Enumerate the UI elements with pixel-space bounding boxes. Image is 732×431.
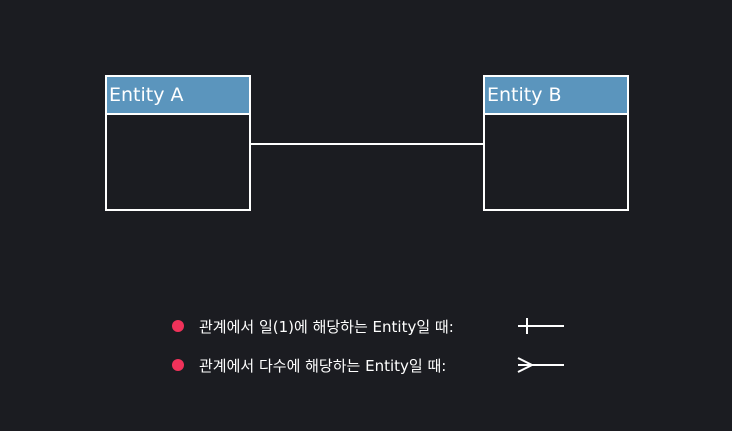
legend-item-many: 관계에서 다수에 해당하는 Entity일 때: bbox=[172, 351, 564, 379]
entity-b-box[interactable]: Entity B bbox=[483, 75, 629, 211]
legend: 관계에서 일(1)에 해당하는 Entity일 때: 관계에서 다수에 해당하는… bbox=[172, 312, 564, 390]
relationship-line[interactable] bbox=[251, 143, 483, 145]
entity-a-title: Entity A bbox=[107, 77, 249, 115]
entity-b-title: Entity B bbox=[485, 77, 627, 115]
legend-text-many: 관계에서 다수에 해당하는 Entity일 때: bbox=[199, 356, 447, 375]
many-notation-icon bbox=[517, 357, 564, 373]
one-notation-icon bbox=[518, 318, 564, 334]
legend-text-one: 관계에서 일(1)에 해당하는 Entity일 때: bbox=[199, 317, 454, 336]
legend-item-one: 관계에서 일(1)에 해당하는 Entity일 때: bbox=[172, 312, 564, 340]
bullet-icon bbox=[172, 359, 184, 371]
bullet-icon bbox=[172, 320, 184, 332]
entity-a-box[interactable]: Entity A bbox=[105, 75, 251, 211]
